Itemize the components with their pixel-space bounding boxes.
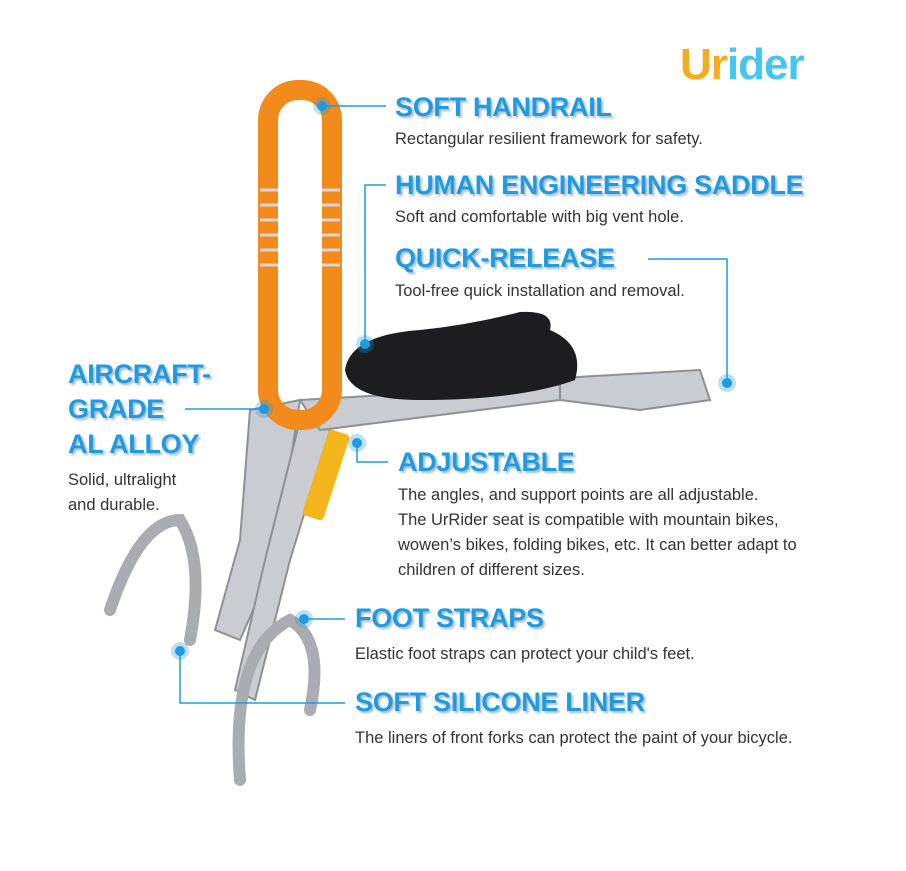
- handrail-grip-rings: [260, 188, 340, 267]
- alloy-title-line: AIRCRAFT-: [68, 359, 211, 389]
- handrail-desc: Rectangular resilient framework for safe…: [395, 130, 703, 148]
- adjustable-desc-line: wowen’s bikes, folding bikes, etc. It ca…: [398, 536, 797, 554]
- saddle-shape: [345, 311, 578, 400]
- adjustable-title: ADJUSTABLE: [398, 447, 575, 477]
- adjustable-desc-line: The UrRider seat is compatible with moun…: [398, 511, 779, 529]
- callout-lines: [179, 105, 728, 704]
- alloy-title-line: GRADE: [68, 394, 165, 424]
- callout-dots: [171, 97, 736, 660]
- adjustable-desc-line: The angles, and support points are all a…: [398, 486, 759, 504]
- alloy-title-line: AL ALLOY: [68, 429, 200, 459]
- liner-title: SOFT SILICONE LINER: [355, 687, 645, 717]
- foot-straps-title: FOOT STRAPS: [355, 603, 544, 633]
- quick-release-desc: Tool-free quick installation and removal…: [395, 282, 685, 300]
- brand-logo: Urider: [680, 40, 805, 90]
- foot-strap-icon: [104, 513, 321, 786]
- alloy-desc-line: and durable.: [68, 496, 160, 514]
- alloy-desc-line: Solid, ultralight: [68, 471, 177, 489]
- saddle-desc: Soft and comfortable with big vent hole.: [395, 208, 684, 226]
- quick-release-title: QUICK-RELEASE: [395, 243, 615, 273]
- liner-desc: The liners of front forks can protect th…: [355, 729, 793, 747]
- handrail-shape: [258, 80, 342, 430]
- logo-part-ur: Ur: [680, 40, 728, 89]
- adjustable-desc-line: children of different sizes.: [398, 561, 585, 579]
- adjuster-clamp: [302, 429, 350, 521]
- logo-part-ider: ider: [726, 40, 805, 89]
- foot-straps-desc: Elastic foot straps can protect your chi…: [355, 645, 695, 663]
- alloy-frame: [213, 368, 712, 702]
- handrail-title: SOFT HANDRAIL: [395, 92, 612, 122]
- saddle-title: HUMAN ENGINEERING SADDLE: [395, 170, 804, 200]
